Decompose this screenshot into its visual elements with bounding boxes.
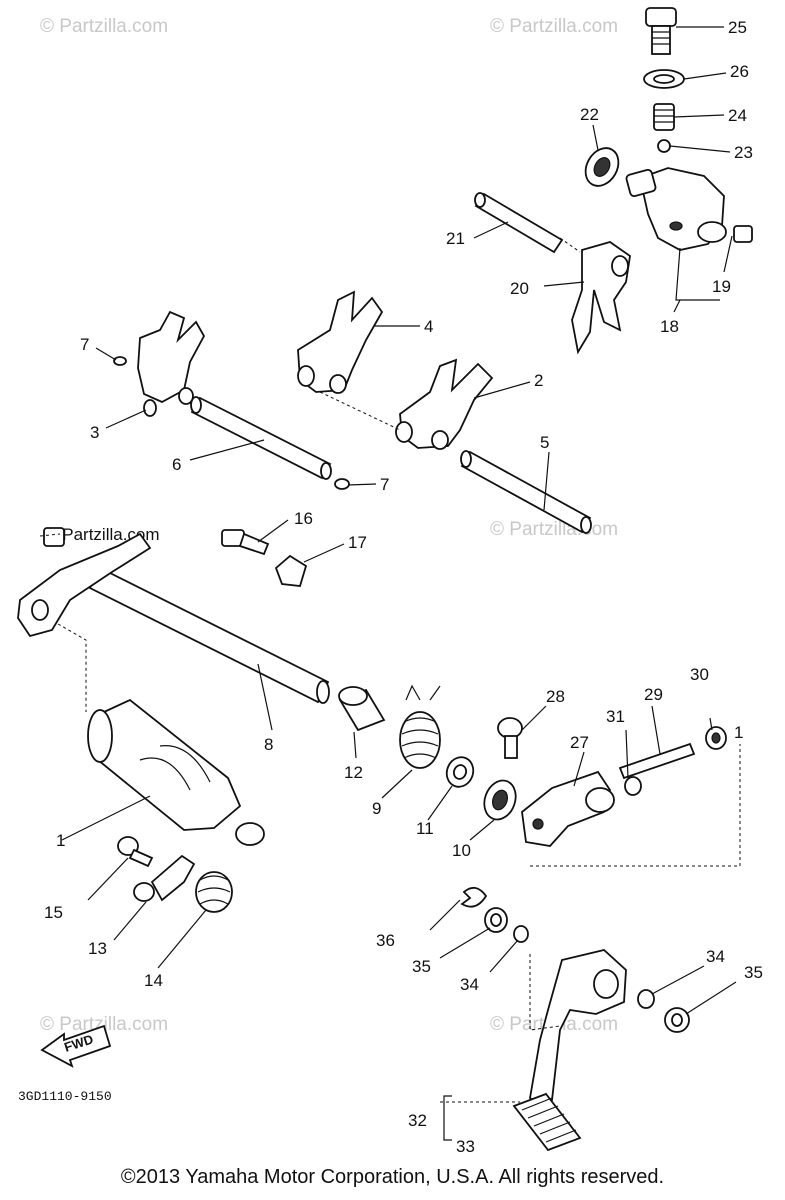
callout-numbers: 25 26 24 23 22 19 18 21 20 4 2 7 3 6 7 5… xyxy=(44,18,763,1156)
diagram-code: 3GD1110-9150 xyxy=(18,1089,112,1104)
callout-14: 14 xyxy=(144,971,163,990)
callout-30: 30 xyxy=(690,665,709,684)
callout-7-upper: 7 xyxy=(80,335,89,354)
callout-36: 36 xyxy=(376,931,395,950)
callout-1-right: 1 xyxy=(734,723,743,742)
part-34-o-ring-lower xyxy=(637,989,655,1009)
callout-20: 20 xyxy=(510,279,529,298)
callout-34-left: 34 xyxy=(460,975,479,994)
part-19-pin xyxy=(733,225,753,243)
callout-35-left: 35 xyxy=(412,957,431,976)
callout-31: 31 xyxy=(606,707,625,726)
callout-25: 25 xyxy=(728,18,747,37)
part-25-bolt xyxy=(645,7,677,55)
part-15-bolt xyxy=(117,836,154,868)
callout-33: 33 xyxy=(456,1137,475,1156)
callout-19: 19 xyxy=(712,277,731,296)
callout-11: 11 xyxy=(416,819,434,838)
part-24-spring xyxy=(653,103,675,131)
callout-9: 9 xyxy=(372,799,381,818)
callout-22: 22 xyxy=(580,105,599,124)
part-31-nut xyxy=(624,776,642,796)
callout-8: 8 xyxy=(264,735,273,754)
callout-leaders xyxy=(61,26,737,1141)
watermark-top-left: © Partzilla.com xyxy=(40,16,168,37)
part-13-bolt xyxy=(133,854,196,902)
part-23-ball xyxy=(657,139,671,153)
part-3-shift-fork xyxy=(137,310,206,417)
callout-27: 27 xyxy=(570,733,589,752)
fwd-arrow: FWD xyxy=(40,1024,112,1068)
callout-24: 24 xyxy=(728,106,747,125)
assembly-reference-lines xyxy=(39,237,741,1103)
part-33-pedal-rubber xyxy=(512,1092,582,1152)
callout-7-lower: 7 xyxy=(380,475,389,494)
watermark-top-right: © Partzilla.com xyxy=(490,16,618,37)
callout-1: 1 xyxy=(56,831,65,850)
part-28-bolt xyxy=(497,717,523,759)
callout-29: 29 xyxy=(644,685,663,704)
callout-2: 2 xyxy=(534,371,543,390)
callout-16: 16 xyxy=(294,509,313,528)
callout-21: 21 xyxy=(446,229,465,248)
callout-28: 28 xyxy=(546,687,565,706)
callout-10: 10 xyxy=(452,841,471,860)
watermark-mid-right: © Partzilla.com xyxy=(490,519,618,540)
part-1-shift-drum xyxy=(87,698,265,846)
part-4-shift-fork xyxy=(297,290,384,394)
part-21-shift-shaft xyxy=(474,192,564,254)
part-5-guide-bar xyxy=(460,450,592,534)
callout-17: 17 xyxy=(348,533,367,552)
part-32-shift-pedal xyxy=(529,949,627,1108)
part-36-circlip xyxy=(460,886,488,908)
exploded-parts-diagram: © Partzilla.com © Partzilla.com © Partzi… xyxy=(17,7,763,1156)
part-16-bolt xyxy=(221,529,270,556)
part-27-shift-lever xyxy=(521,770,615,847)
part-34-o-ring-upper xyxy=(513,925,529,943)
callout-26: 26 xyxy=(730,62,749,81)
part-7-circlip-lower xyxy=(334,478,350,490)
callout-6: 6 xyxy=(172,455,181,474)
part-8-shift-shaft xyxy=(17,527,330,704)
callout-15: 15 xyxy=(44,903,63,922)
part-12-collar xyxy=(338,686,386,732)
part-29-rod xyxy=(618,742,696,780)
callout-3: 3 xyxy=(90,423,99,442)
part-2-shift-fork xyxy=(395,358,494,450)
callout-4: 4 xyxy=(424,317,433,336)
copyright-notice: ©2013 Yamaha Motor Corporation, U.S.A. A… xyxy=(120,1166,665,1188)
callout-32: 32 xyxy=(408,1111,427,1130)
part-7-circlip-upper xyxy=(113,356,127,366)
part-18-stopper-assembly xyxy=(625,167,727,251)
watermark-bottom-left: © Partzilla.com xyxy=(40,1014,168,1035)
callout-18: 18 xyxy=(660,317,679,336)
callout-35-right: 35 xyxy=(744,963,763,982)
callout-23: 23 xyxy=(734,143,753,162)
callout-34-right: 34 xyxy=(706,947,725,966)
part-14-spring xyxy=(195,871,233,913)
callout-13: 13 xyxy=(88,939,107,958)
part-20-shift-fork xyxy=(571,241,631,355)
part-9-torsion-spring xyxy=(399,684,441,769)
part-17-stopper-plate xyxy=(274,554,308,587)
callout-5: 5 xyxy=(540,433,549,452)
part-6-guide-bar xyxy=(190,396,332,480)
callout-12: 12 xyxy=(344,763,363,782)
